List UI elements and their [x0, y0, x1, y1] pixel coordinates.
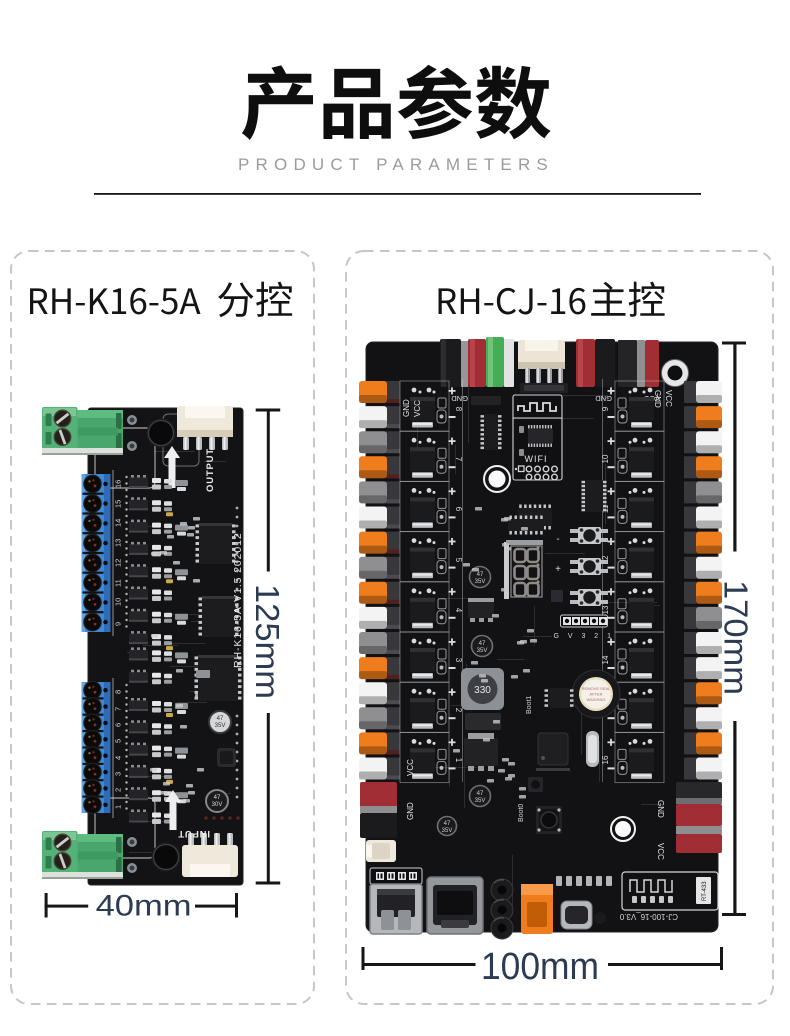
svg-text:4: 4 — [114, 756, 123, 760]
svg-text:35V: 35V — [442, 828, 453, 834]
svg-text:Boot1: Boot1 — [526, 696, 533, 714]
svg-text:8: 8 — [454, 407, 463, 412]
svg-text:13: 13 — [114, 539, 123, 547]
svg-text:125mm: 125mm — [249, 584, 286, 699]
svg-text:35V: 35V — [215, 723, 226, 729]
svg-text:VCC: VCC — [656, 843, 665, 860]
svg-text:1: 1 — [454, 758, 463, 763]
svg-text:30V: 30V — [212, 802, 223, 808]
svg-text:47: 47 — [477, 572, 484, 578]
svg-text:3: 3 — [454, 658, 463, 663]
svg-text:170mm: 170mm — [717, 580, 754, 695]
svg-text:47: 47 — [479, 641, 486, 647]
svg-text:14: 14 — [601, 655, 610, 664]
svg-text:330: 330 — [474, 685, 491, 696]
svg-text:REMOVE SEAL: REMOVE SEAL — [582, 686, 611, 691]
svg-text:CJ-100-16_V3.0: CJ-100-16_V3.0 — [619, 912, 678, 921]
svg-text:2: 2 — [454, 708, 463, 713]
svg-text:VCC: VCC — [664, 390, 673, 407]
svg-text:G V 3 2 1: G V 3 2 1 — [553, 633, 614, 640]
svg-text:47: 47 — [444, 821, 451, 827]
svg-text:7: 7 — [454, 457, 463, 462]
svg-text:Boot0: Boot0 — [518, 804, 525, 822]
svg-text:+: + — [555, 564, 561, 575]
svg-text:6: 6 — [454, 507, 463, 512]
svg-text:100mm: 100mm — [481, 946, 599, 988]
svg-text:16: 16 — [114, 480, 123, 488]
svg-text:3: 3 — [114, 772, 123, 776]
svg-text:PRODUCT PARAMETERS: PRODUCT PARAMETERS — [238, 155, 554, 174]
svg-text:8: 8 — [114, 690, 123, 694]
svg-text:13: 13 — [601, 605, 610, 614]
svg-text:47: 47 — [217, 716, 224, 722]
svg-text:7: 7 — [114, 707, 123, 711]
svg-text:WIFI: WIFI — [525, 454, 548, 464]
svg-text:GND: GND — [406, 802, 415, 820]
svg-text:AFTER: AFTER — [589, 692, 602, 697]
svg-text:GND: GND — [656, 800, 665, 818]
svg-text:2: 2 — [114, 788, 123, 792]
svg-text:10: 10 — [601, 454, 610, 463]
svg-text:RH-K16-5A-V1.5 202012: RH-K16-5A-V1.5 202012 — [232, 532, 244, 668]
svg-text:5: 5 — [454, 558, 463, 563]
svg-text:47: 47 — [477, 791, 484, 797]
svg-text:4: 4 — [454, 608, 463, 613]
svg-text:5: 5 — [114, 739, 123, 743]
svg-text:35V: 35V — [475, 798, 486, 804]
svg-text:40mm: 40mm — [96, 890, 192, 923]
svg-text:9: 9 — [601, 406, 610, 411]
svg-text:12: 12 — [114, 559, 123, 567]
svg-text:OUTPUT: OUTPUT — [205, 448, 216, 492]
svg-text:35V: 35V — [477, 648, 488, 654]
svg-text:INPUT: INPUT — [178, 828, 211, 839]
svg-text:VCC: VCC — [406, 759, 415, 776]
svg-text:47: 47 — [214, 795, 221, 801]
svg-text:1: 1 — [114, 805, 123, 809]
svg-text:GND: GND — [653, 390, 662, 408]
svg-text:GND: GND — [451, 394, 468, 403]
svg-text:WASHING: WASHING — [587, 697, 606, 702]
svg-text:6: 6 — [114, 723, 123, 727]
svg-text:35V: 35V — [475, 579, 486, 585]
svg-text:10: 10 — [114, 598, 123, 606]
svg-text:16: 16 — [601, 755, 610, 764]
svg-text:9: 9 — [114, 622, 123, 626]
svg-text:GND: GND — [595, 394, 612, 403]
svg-text:-: - — [556, 534, 559, 545]
svg-text:11: 11 — [114, 579, 123, 587]
svg-text:12: 12 — [601, 555, 610, 564]
svg-text:11: 11 — [601, 504, 610, 513]
svg-text:VCC: VCC — [413, 400, 422, 417]
svg-text:14: 14 — [114, 519, 123, 527]
svg-text:GND: GND — [402, 399, 411, 417]
svg-text:15: 15 — [114, 500, 123, 508]
svg-text:RT-433: RT-433 — [702, 881, 708, 901]
